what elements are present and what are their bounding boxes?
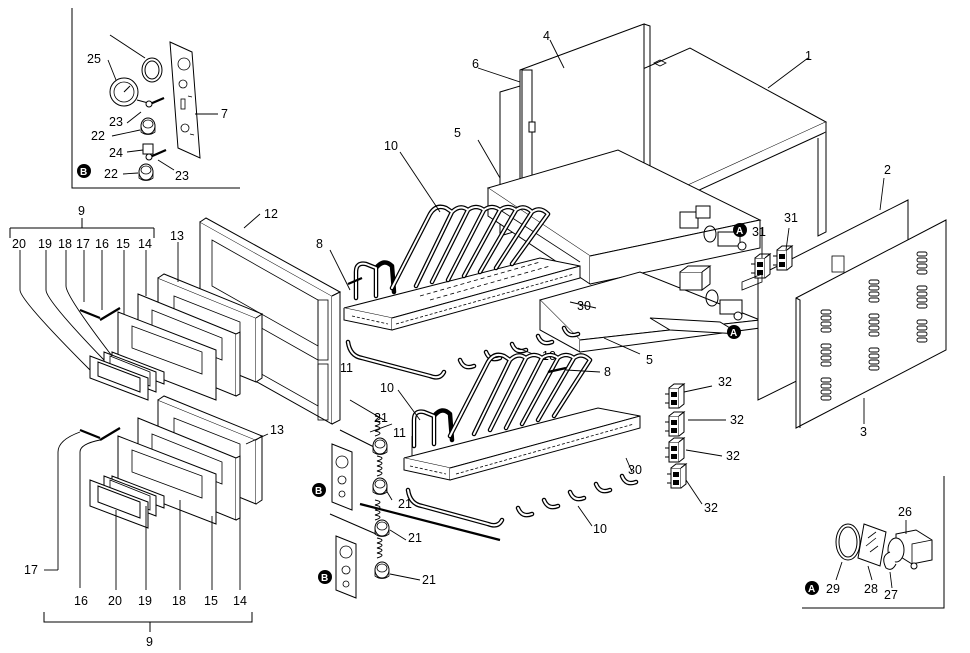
callout-17: 17 bbox=[76, 237, 90, 251]
callout-22: 22 bbox=[91, 129, 105, 143]
marker-a: A bbox=[727, 325, 741, 339]
callout-27: 27 bbox=[884, 588, 898, 602]
callout-2: 2 bbox=[884, 163, 891, 177]
callout-16: 16 bbox=[95, 237, 109, 251]
callout-9: 9 bbox=[146, 635, 153, 649]
control-panel-upper bbox=[331, 399, 393, 511]
callout-12: 12 bbox=[264, 207, 278, 221]
side-frame bbox=[199, 213, 342, 425]
callout-11: 11 bbox=[393, 426, 406, 440]
callout-13: 13 bbox=[170, 229, 184, 243]
heating-element-lower bbox=[359, 352, 641, 542]
marker-b: B bbox=[318, 570, 332, 584]
callout-3: 3 bbox=[860, 425, 867, 439]
callout-21: 21 bbox=[422, 573, 436, 587]
callout-10: 10 bbox=[593, 522, 607, 536]
callout-30: 30 bbox=[577, 299, 591, 313]
callout-8: 8 bbox=[316, 237, 323, 251]
callout-20: 20 bbox=[108, 594, 122, 608]
door-assembly-upper bbox=[9, 218, 264, 401]
callout-17: 17 bbox=[24, 563, 38, 577]
callout-28: 28 bbox=[864, 582, 878, 596]
callout-21: 21 bbox=[408, 531, 422, 545]
callout-9: 9 bbox=[78, 204, 85, 218]
marker-b: B bbox=[312, 483, 326, 497]
callout-16: 16 bbox=[74, 594, 88, 608]
callout-8: 8 bbox=[604, 365, 611, 379]
svg-text:A: A bbox=[736, 226, 743, 237]
callout-23: 23 bbox=[109, 115, 123, 129]
callout-15: 15 bbox=[116, 237, 130, 251]
oven-body bbox=[477, 23, 947, 429]
callout-13: 13 bbox=[270, 423, 284, 437]
callout-32: 32 bbox=[730, 413, 744, 427]
callout-31: 31 bbox=[752, 225, 766, 239]
callout-20: 20 bbox=[12, 237, 26, 251]
callout-10: 10 bbox=[380, 381, 394, 395]
callout-30: 30 bbox=[628, 463, 642, 477]
door-assembly-lower bbox=[43, 395, 269, 632]
callout-22: 22 bbox=[104, 167, 118, 181]
callout-10: 10 bbox=[384, 139, 398, 153]
thermostat-stack bbox=[664, 383, 726, 505]
svg-text:A: A bbox=[730, 328, 737, 339]
callout-29: 29 bbox=[826, 582, 840, 596]
callout-5: 5 bbox=[646, 353, 653, 367]
svg-text:A: A bbox=[808, 584, 815, 595]
svg-text:B: B bbox=[321, 573, 328, 584]
callout-18: 18 bbox=[172, 594, 186, 608]
callout-19: 19 bbox=[138, 594, 152, 608]
callout-1: 1 bbox=[805, 49, 812, 63]
callout-5: 5 bbox=[454, 126, 461, 140]
callout-6: 6 bbox=[472, 57, 479, 71]
callout-14: 14 bbox=[138, 237, 152, 251]
callout-21: 21 bbox=[374, 411, 388, 425]
callout-19: 19 bbox=[38, 237, 52, 251]
marker-a: A bbox=[733, 223, 747, 237]
detail-a-lamp-assembly bbox=[802, 476, 945, 609]
svg-text:B: B bbox=[80, 167, 87, 178]
callout-24: 24 bbox=[109, 146, 123, 160]
callout-26: 26 bbox=[898, 505, 912, 519]
control-panel-lower bbox=[329, 499, 421, 599]
callout-32: 32 bbox=[704, 501, 718, 515]
detail-b-control-panel bbox=[71, 8, 240, 189]
callout-31: 31 bbox=[784, 211, 798, 225]
marker-b: B bbox=[77, 164, 91, 178]
callout-4: 4 bbox=[543, 29, 550, 43]
callout-32: 32 bbox=[726, 449, 740, 463]
callout-21: 21 bbox=[398, 497, 412, 511]
callout-15: 15 bbox=[204, 594, 218, 608]
callout-23: 23 bbox=[175, 169, 189, 183]
callout-32: 32 bbox=[718, 375, 732, 389]
callout-14: 14 bbox=[233, 594, 247, 608]
callout-18: 18 bbox=[58, 237, 72, 251]
callout-11: 11 bbox=[340, 361, 353, 375]
callout-25: 25 bbox=[87, 52, 101, 66]
marker-a: A bbox=[805, 581, 819, 595]
callout-7: 7 bbox=[221, 107, 228, 121]
svg-text:B: B bbox=[315, 486, 322, 497]
